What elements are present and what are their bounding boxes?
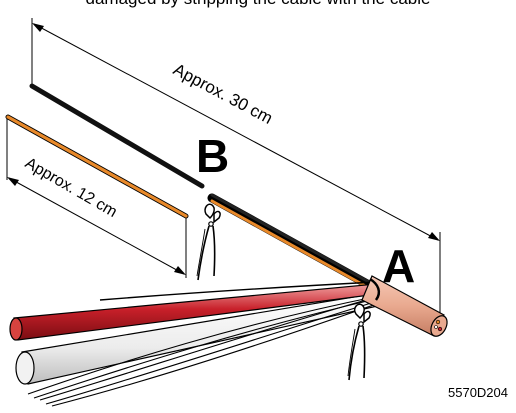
point-a-label: A (382, 240, 415, 292)
side-cutter-icon (196, 203, 221, 281)
reference-code: 5570D204 (448, 385, 508, 400)
dimension-short-arrow-left (7, 177, 19, 186)
outer-sheath (361, 275, 448, 337)
black-wire-segment-upper (29, 83, 205, 189)
point-b-label: B (196, 130, 229, 182)
dimension-long-label: Approx. 30 cm (170, 60, 276, 128)
wire-b-to-a (207, 193, 383, 295)
dimension-long-arrow-right (428, 232, 440, 241)
outer-sheath-end (430, 315, 448, 337)
dimension-short-line (8, 177, 185, 275)
cable-cores-bundle (9, 281, 383, 407)
orange-wire-piece (5, 114, 189, 219)
dimension-long: Approx. 30 cm (31, 18, 441, 318)
dimension-long-line (33, 23, 439, 241)
side-cutter-icon-a (347, 303, 371, 381)
dimension-short-arrow-right (174, 266, 186, 275)
red-core-end (9, 317, 23, 341)
white-core-end (15, 351, 35, 385)
dimension-long-arrow-left (32, 23, 44, 32)
caption-text: damaged by stripping the cable with the … (0, 0, 516, 9)
dimension-short-label: Approx. 12 cm (22, 155, 120, 221)
